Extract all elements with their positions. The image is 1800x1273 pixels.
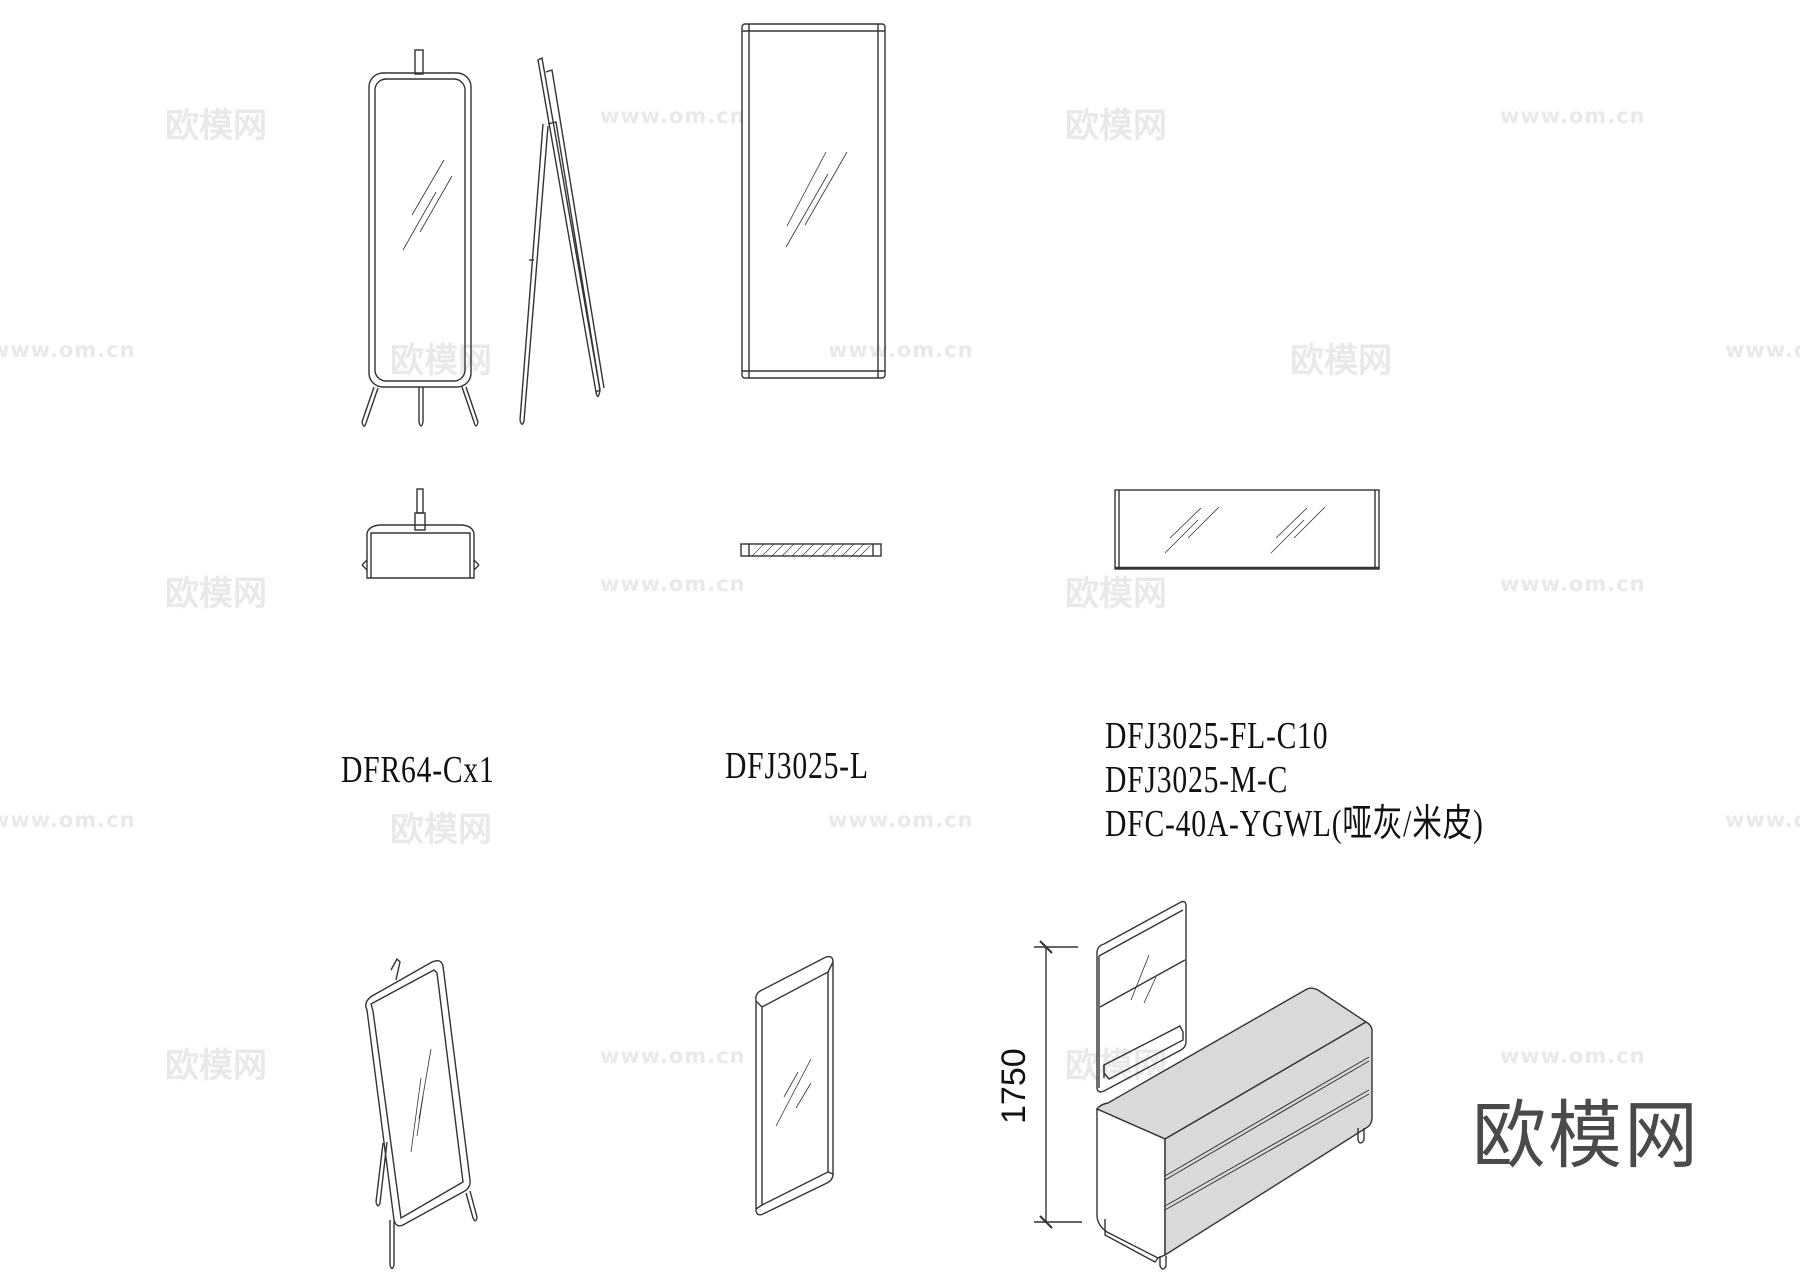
watermark-url: www.om.cn [0, 808, 136, 832]
watermark-url: www.om.cn [1500, 572, 1646, 596]
standing-mirror-perspective [365, 957, 478, 1270]
watermark-text: 欧模网 [165, 106, 267, 146]
watermark-text: 欧模网 [1290, 341, 1392, 381]
watermark-text: 欧模网 [390, 810, 492, 850]
watermark-url: www.om.cn [1725, 338, 1800, 362]
watermark-url: www.om.cn [1725, 808, 1800, 832]
watermark-text: 欧模网 [165, 1046, 267, 1086]
watermark-text: 欧模网 [1065, 106, 1167, 146]
watermark-url: www.om.cn [0, 338, 136, 362]
dresser-mirror-front-view [1114, 489, 1380, 570]
height-dimension-line [1034, 940, 1082, 1229]
watermark-url: www.om.cn [600, 104, 746, 128]
standing-mirror-top-view [361, 488, 480, 579]
model-label-line: DFC-40A-YGWL(哑灰/米皮) [1105, 803, 1484, 845]
watermark-url: www.om.cn [828, 338, 974, 362]
watermark-url: www.om.cn [828, 808, 974, 832]
wall-mirror-top-view [740, 543, 882, 557]
standing-mirror-front-view [361, 49, 479, 427]
watermark-url: www.om.cn [600, 572, 746, 596]
watermark-text: 欧模网 [1065, 574, 1167, 614]
model-label-dresser-set: DFJ3025-FL-C10 DFJ3025-M-C DFC-40A-YGWL(… [1105, 714, 1484, 846]
wall-mirror-front-view [741, 23, 886, 379]
model-label-wall-mirror: DFJ3025-L [725, 745, 869, 787]
brand-logo: 欧模网 [1472, 1093, 1700, 1179]
watermark-url: www.om.cn [600, 1044, 746, 1068]
wall-mirror-perspective [755, 955, 834, 1216]
model-label-standing-mirror: DFR64-Cx1 [341, 749, 495, 791]
watermark-url: www.om.cn [1500, 104, 1646, 128]
model-label-line: DFJ3025-M-C [1105, 759, 1289, 801]
watermark-url: www.om.cn [1500, 1044, 1646, 1068]
height-dimension-value: 1750 [995, 1048, 1033, 1124]
model-label-line: DFJ3025-FL-C10 [1105, 715, 1329, 757]
standing-mirror-side-view [519, 56, 605, 425]
watermark-text: 欧模网 [390, 341, 492, 381]
dresser-set-perspective [1095, 900, 1373, 1270]
watermark-text: 欧模网 [165, 574, 267, 614]
